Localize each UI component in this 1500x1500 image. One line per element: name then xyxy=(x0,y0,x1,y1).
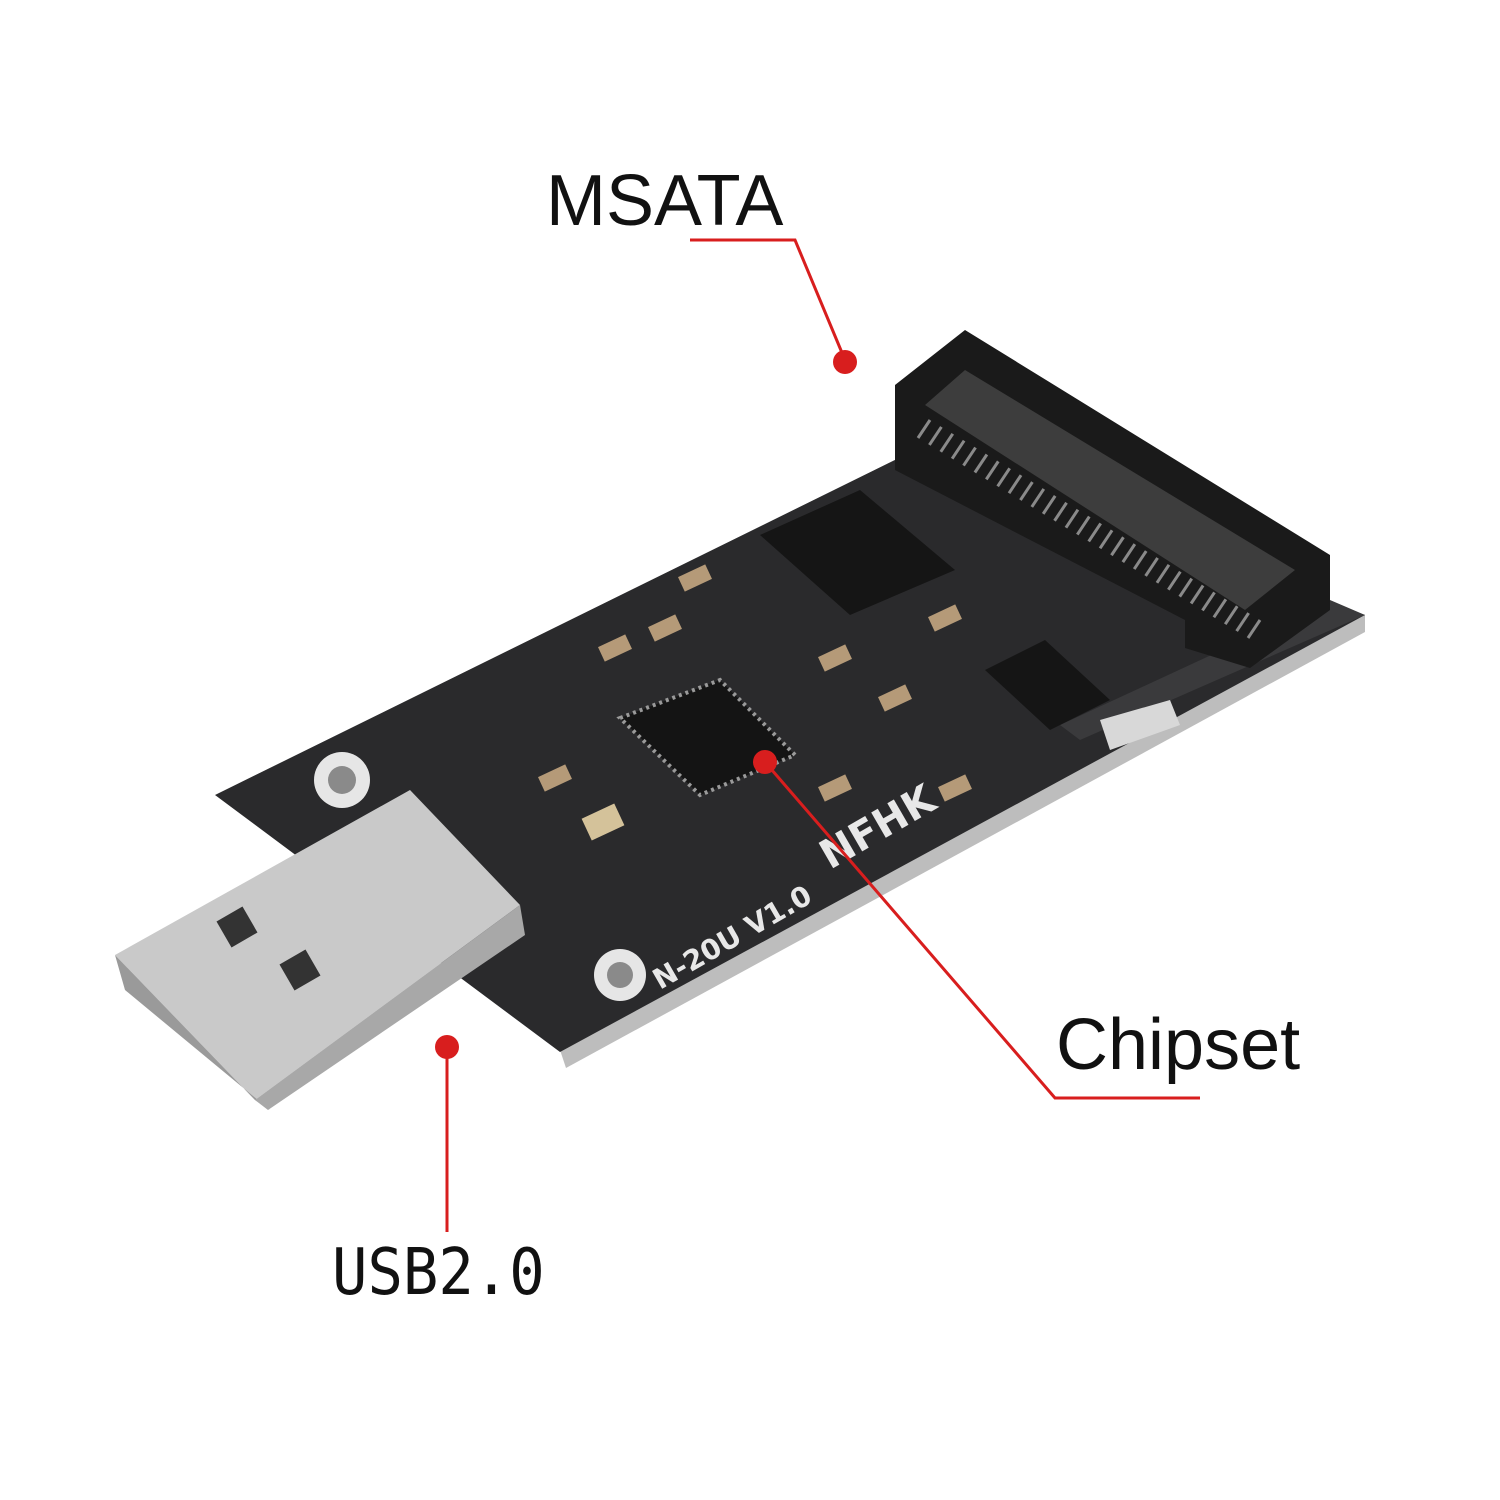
callout-chipset xyxy=(763,761,1200,1100)
connector-pin xyxy=(962,446,977,467)
connector-pin xyxy=(1212,598,1228,619)
regulator-component xyxy=(760,490,955,615)
mounting-hole xyxy=(607,962,633,988)
connector-pin xyxy=(1007,474,1023,495)
connector-pin xyxy=(1064,508,1080,529)
connector-pin xyxy=(973,453,989,474)
connector-pin xyxy=(1132,550,1148,570)
msata-label: MSATA xyxy=(546,161,784,241)
connector-pin xyxy=(1144,557,1159,577)
mounting-hole xyxy=(328,766,356,794)
connector-pin xyxy=(1030,488,1046,508)
capacitor-pad xyxy=(1100,700,1180,750)
connector-pin xyxy=(1246,619,1262,639)
callout-msata xyxy=(690,238,847,361)
connector-pin xyxy=(1076,515,1091,536)
usb-plug-top xyxy=(115,790,520,1100)
connector-pin xyxy=(1053,501,1068,522)
connector-pin xyxy=(1235,612,1250,632)
msata-connector-slot xyxy=(925,370,1295,610)
connector-pin xyxy=(1178,577,1193,598)
connector-pin xyxy=(985,460,1000,481)
chipset-label: Chipset xyxy=(1056,1005,1301,1085)
connector-pin xyxy=(1087,522,1102,543)
connector-pin xyxy=(1019,481,1034,501)
connector-pin xyxy=(1189,584,1205,605)
smd-components xyxy=(538,564,972,841)
usb-plug-side xyxy=(255,905,525,1110)
connector-pin xyxy=(1098,529,1114,550)
usb-label: USB2.0 xyxy=(332,1236,545,1310)
connector-pin xyxy=(1121,543,1137,563)
callout-dot-chipset xyxy=(753,750,777,774)
chipset-ic xyxy=(616,677,799,798)
connector-pin xyxy=(1223,605,1239,626)
usb-hole xyxy=(216,906,258,948)
connector-pin xyxy=(1201,591,1216,612)
connector-pins xyxy=(916,419,1262,639)
connector-pin xyxy=(928,426,943,446)
connector-pin xyxy=(1167,570,1182,591)
connector-pin xyxy=(916,419,932,439)
connector-pin xyxy=(950,439,966,460)
connector-pin xyxy=(939,432,955,453)
usb-hole xyxy=(279,949,321,991)
connector-pin xyxy=(1041,495,1057,515)
connector-pin xyxy=(1110,536,1125,557)
connector-pin xyxy=(996,467,1011,488)
callout-dot-msata xyxy=(833,350,857,374)
callout-dot-usb xyxy=(435,1035,459,1059)
connector-pin xyxy=(1155,563,1171,584)
regulator-component xyxy=(985,640,1110,730)
